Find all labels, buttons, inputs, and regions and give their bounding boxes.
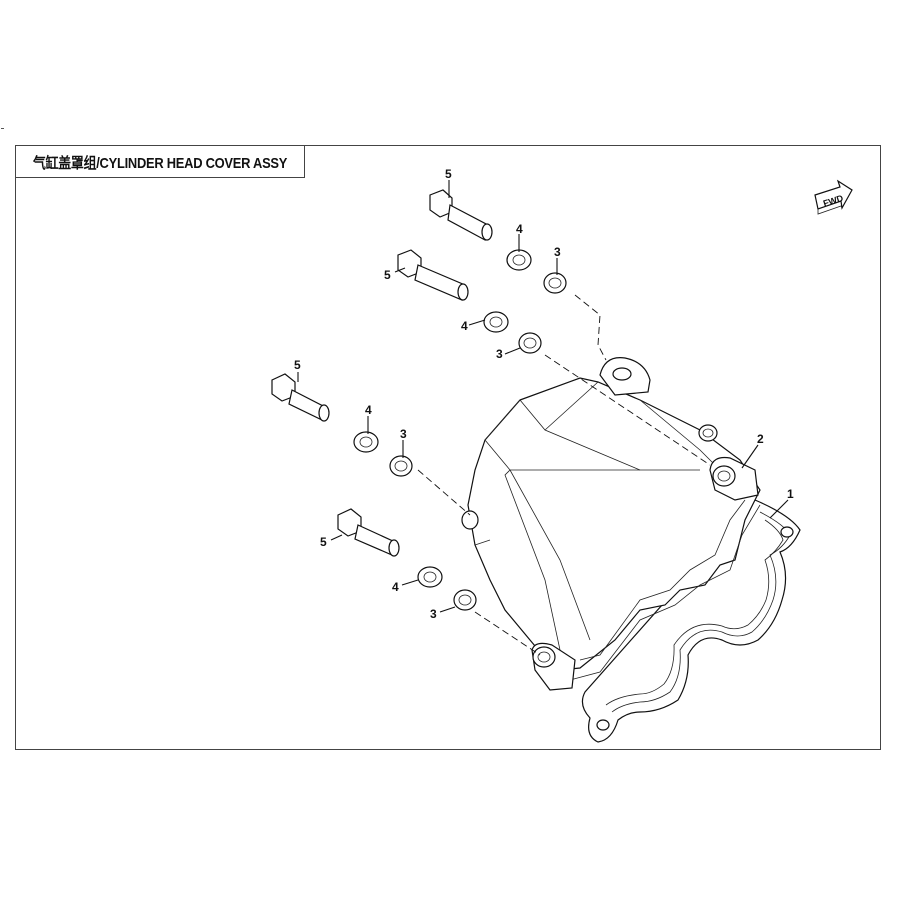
gasket	[581, 499, 801, 743]
corner-mark	[1, 128, 4, 129]
assembly-line-a	[574, 294, 607, 361]
callout-2: 2	[757, 432, 764, 446]
bolt-set-a	[429, 189, 567, 294]
fwd-arrow-icon: FWD	[814, 179, 853, 215]
assembly-line-d	[474, 611, 541, 656]
callout-4-b: 4	[461, 319, 468, 333]
bolt-set-b	[397, 249, 542, 354]
callout-4-a: 4	[516, 222, 523, 236]
callout-1: 1	[787, 487, 794, 501]
callout-3-c: 3	[400, 427, 407, 441]
bolt-set-d	[337, 508, 477, 611]
leader-lines	[297, 180, 789, 613]
callout-4-c: 4	[365, 403, 372, 417]
callout-3-d: 3	[430, 607, 437, 621]
callout-5-b: 5	[384, 268, 391, 282]
cylinder-head-cover	[461, 357, 761, 691]
bolt-set-c	[271, 373, 413, 477]
callout-5-a: 5	[445, 167, 452, 181]
callout-4-d: 4	[392, 580, 399, 594]
callout-5-d: 5	[320, 535, 327, 549]
callout-5-c: 5	[294, 358, 301, 372]
assembly-line-b	[544, 354, 711, 466]
drawing-frame	[15, 145, 881, 750]
page-title: 气缸盖罩组/CYLINDER HEAD COVER ASSY	[33, 155, 288, 172]
title-box: 气缸盖罩组/CYLINDER HEAD COVER ASSY	[15, 145, 305, 178]
assembly-line-c	[417, 469, 471, 516]
callout-3-b: 3	[496, 347, 503, 361]
callout-3-a: 3	[554, 245, 561, 259]
